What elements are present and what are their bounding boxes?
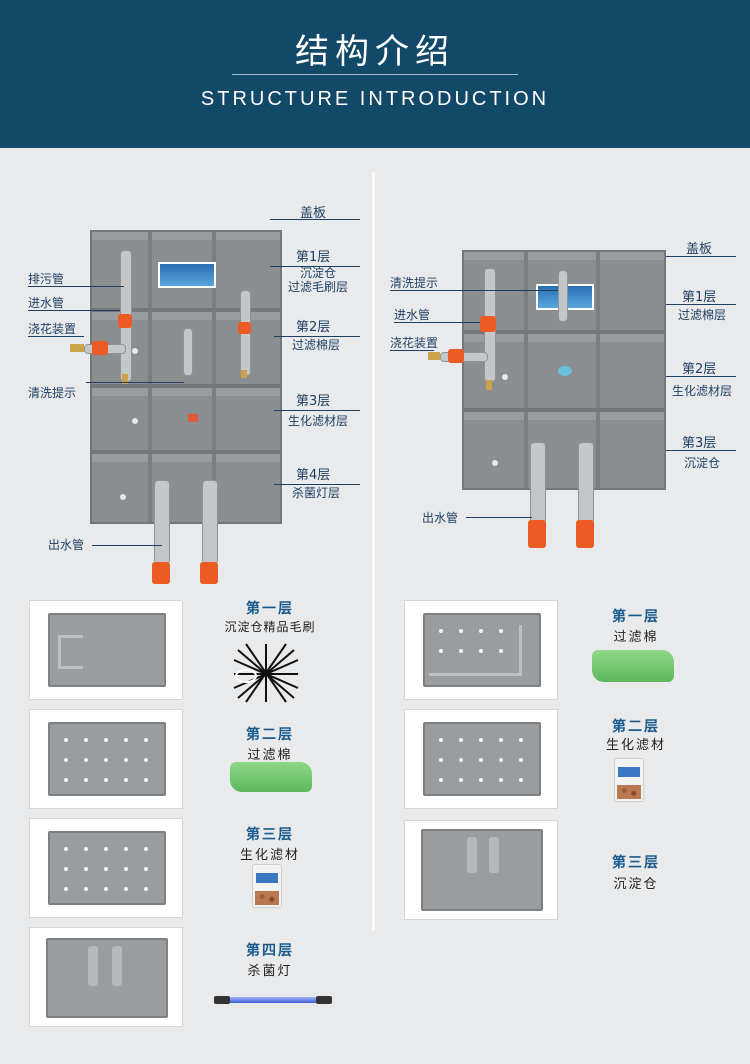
label-layer4: 第4层 bbox=[296, 468, 331, 483]
left-crate-layer4 bbox=[90, 452, 282, 524]
outlet-valve-right bbox=[576, 520, 594, 548]
left-layer1-desc: 沉淀仓精品毛刷 bbox=[224, 620, 316, 634]
outlet-pipe-right bbox=[202, 480, 218, 564]
label-layer2: 第2层 bbox=[682, 362, 717, 377]
spray-pipe bbox=[440, 352, 488, 362]
label-lid: 盖板 bbox=[300, 206, 327, 221]
left-layer2-card bbox=[29, 709, 183, 809]
outlet-pipe-left bbox=[154, 480, 170, 564]
right-layer1-title: 第一层 bbox=[612, 609, 660, 625]
label-layer1-desc-b: 过滤毛刷层 bbox=[288, 280, 349, 294]
right-layer3-desc: 沉淀仓 bbox=[613, 877, 659, 892]
left-layer4-title: 第四层 bbox=[246, 943, 294, 959]
page-header: 结构介绍 STRUCTURE INTRODUCTION bbox=[0, 0, 750, 148]
left-layer2-title: 第二层 bbox=[246, 727, 294, 743]
page-subtitle: STRUCTURE INTRODUCTION bbox=[200, 88, 550, 110]
left-layer1-card bbox=[29, 600, 183, 700]
left-layer4-card bbox=[29, 927, 183, 1027]
label-layer1: 第1层 bbox=[682, 290, 717, 305]
outlet-valve-left bbox=[152, 562, 170, 584]
right-layer1-desc: 过滤棉 bbox=[613, 630, 659, 645]
clean-indicator-pipe bbox=[558, 270, 568, 322]
center-divider bbox=[372, 172, 375, 930]
right-layer2-title: 第二层 bbox=[612, 719, 660, 735]
left-layer1-title: 第一层 bbox=[246, 601, 294, 617]
left-layer3-desc: 生化滤材 bbox=[239, 848, 300, 863]
outlet-valve-right bbox=[200, 562, 218, 584]
right-crate-layer2 bbox=[462, 332, 666, 410]
leader-line bbox=[270, 219, 360, 220]
bio-media-bag-image bbox=[252, 864, 282, 908]
inlet-valve bbox=[118, 314, 132, 328]
left-crate-layer1 bbox=[90, 230, 282, 310]
label-inlet-pipe: 进水管 bbox=[28, 296, 65, 310]
label-clean-indicator: 清洗提示 bbox=[390, 276, 439, 290]
label-layer4-desc: 杀菌灯层 bbox=[292, 486, 341, 500]
left-crate-layer3 bbox=[90, 386, 282, 452]
inlet-valve bbox=[480, 316, 496, 332]
right-layer3-title: 第三层 bbox=[612, 855, 660, 871]
label-layer1: 第1层 bbox=[296, 250, 331, 265]
label-layer3-desc: 生化滤材层 bbox=[288, 414, 349, 428]
label-clean-indicator: 清洗提示 bbox=[28, 386, 77, 400]
page-title: 结构介绍 bbox=[295, 32, 455, 72]
label-outlet-pipe: 出水管 bbox=[48, 538, 85, 552]
right-layer1-card bbox=[404, 600, 558, 700]
label-outlet-pipe: 出水管 bbox=[422, 511, 459, 525]
label-spray-device: 浇花装置 bbox=[28, 322, 77, 336]
right-layer2-desc: 生化滤材 bbox=[605, 738, 666, 753]
label-layer1-desc-a: 沉淀仓 bbox=[300, 266, 337, 280]
spray-nozzle bbox=[70, 344, 84, 352]
title-divider bbox=[232, 74, 518, 75]
outlet-pipe-right bbox=[578, 442, 594, 524]
left-layer2-desc: 过滤棉 bbox=[247, 748, 293, 763]
label-inlet-pipe: 进水管 bbox=[394, 308, 431, 322]
left-layer4-desc: 杀菌灯 bbox=[247, 964, 293, 979]
brand-sticker bbox=[158, 262, 216, 288]
uv-lamp-image bbox=[214, 994, 332, 1006]
filter-sponge-image bbox=[592, 650, 674, 682]
label-layer2: 第2层 bbox=[296, 320, 331, 335]
right-crate-layer3 bbox=[462, 410, 666, 490]
bio-media-bag-image bbox=[614, 758, 644, 802]
filter-sponge-image bbox=[230, 762, 312, 792]
clean-indicator-pipe bbox=[183, 328, 193, 376]
label-layer2-desc: 生化滤材层 bbox=[672, 384, 733, 398]
label-layer3-desc: 沉淀仓 bbox=[684, 456, 721, 470]
label-drain-pipe: 排污管 bbox=[28, 272, 65, 286]
outlet-pipe-left bbox=[530, 442, 546, 524]
right-layer2-card bbox=[404, 709, 558, 809]
label-layer3: 第3层 bbox=[682, 436, 717, 451]
label-spray-device: 浇花装置 bbox=[390, 336, 439, 350]
filter-brush-image bbox=[230, 640, 302, 706]
label-layer1-desc: 过滤棉层 bbox=[678, 308, 727, 322]
label-lid: 盖板 bbox=[686, 242, 713, 257]
left-layer3-title: 第三层 bbox=[246, 827, 294, 843]
spray-nozzle bbox=[428, 352, 440, 360]
left-layer3-card bbox=[29, 818, 183, 918]
label-layer2-desc: 过滤棉层 bbox=[292, 338, 341, 352]
outlet-valve-left bbox=[528, 520, 546, 548]
label-layer3: 第3层 bbox=[296, 394, 331, 409]
right-layer3-card bbox=[404, 820, 558, 920]
